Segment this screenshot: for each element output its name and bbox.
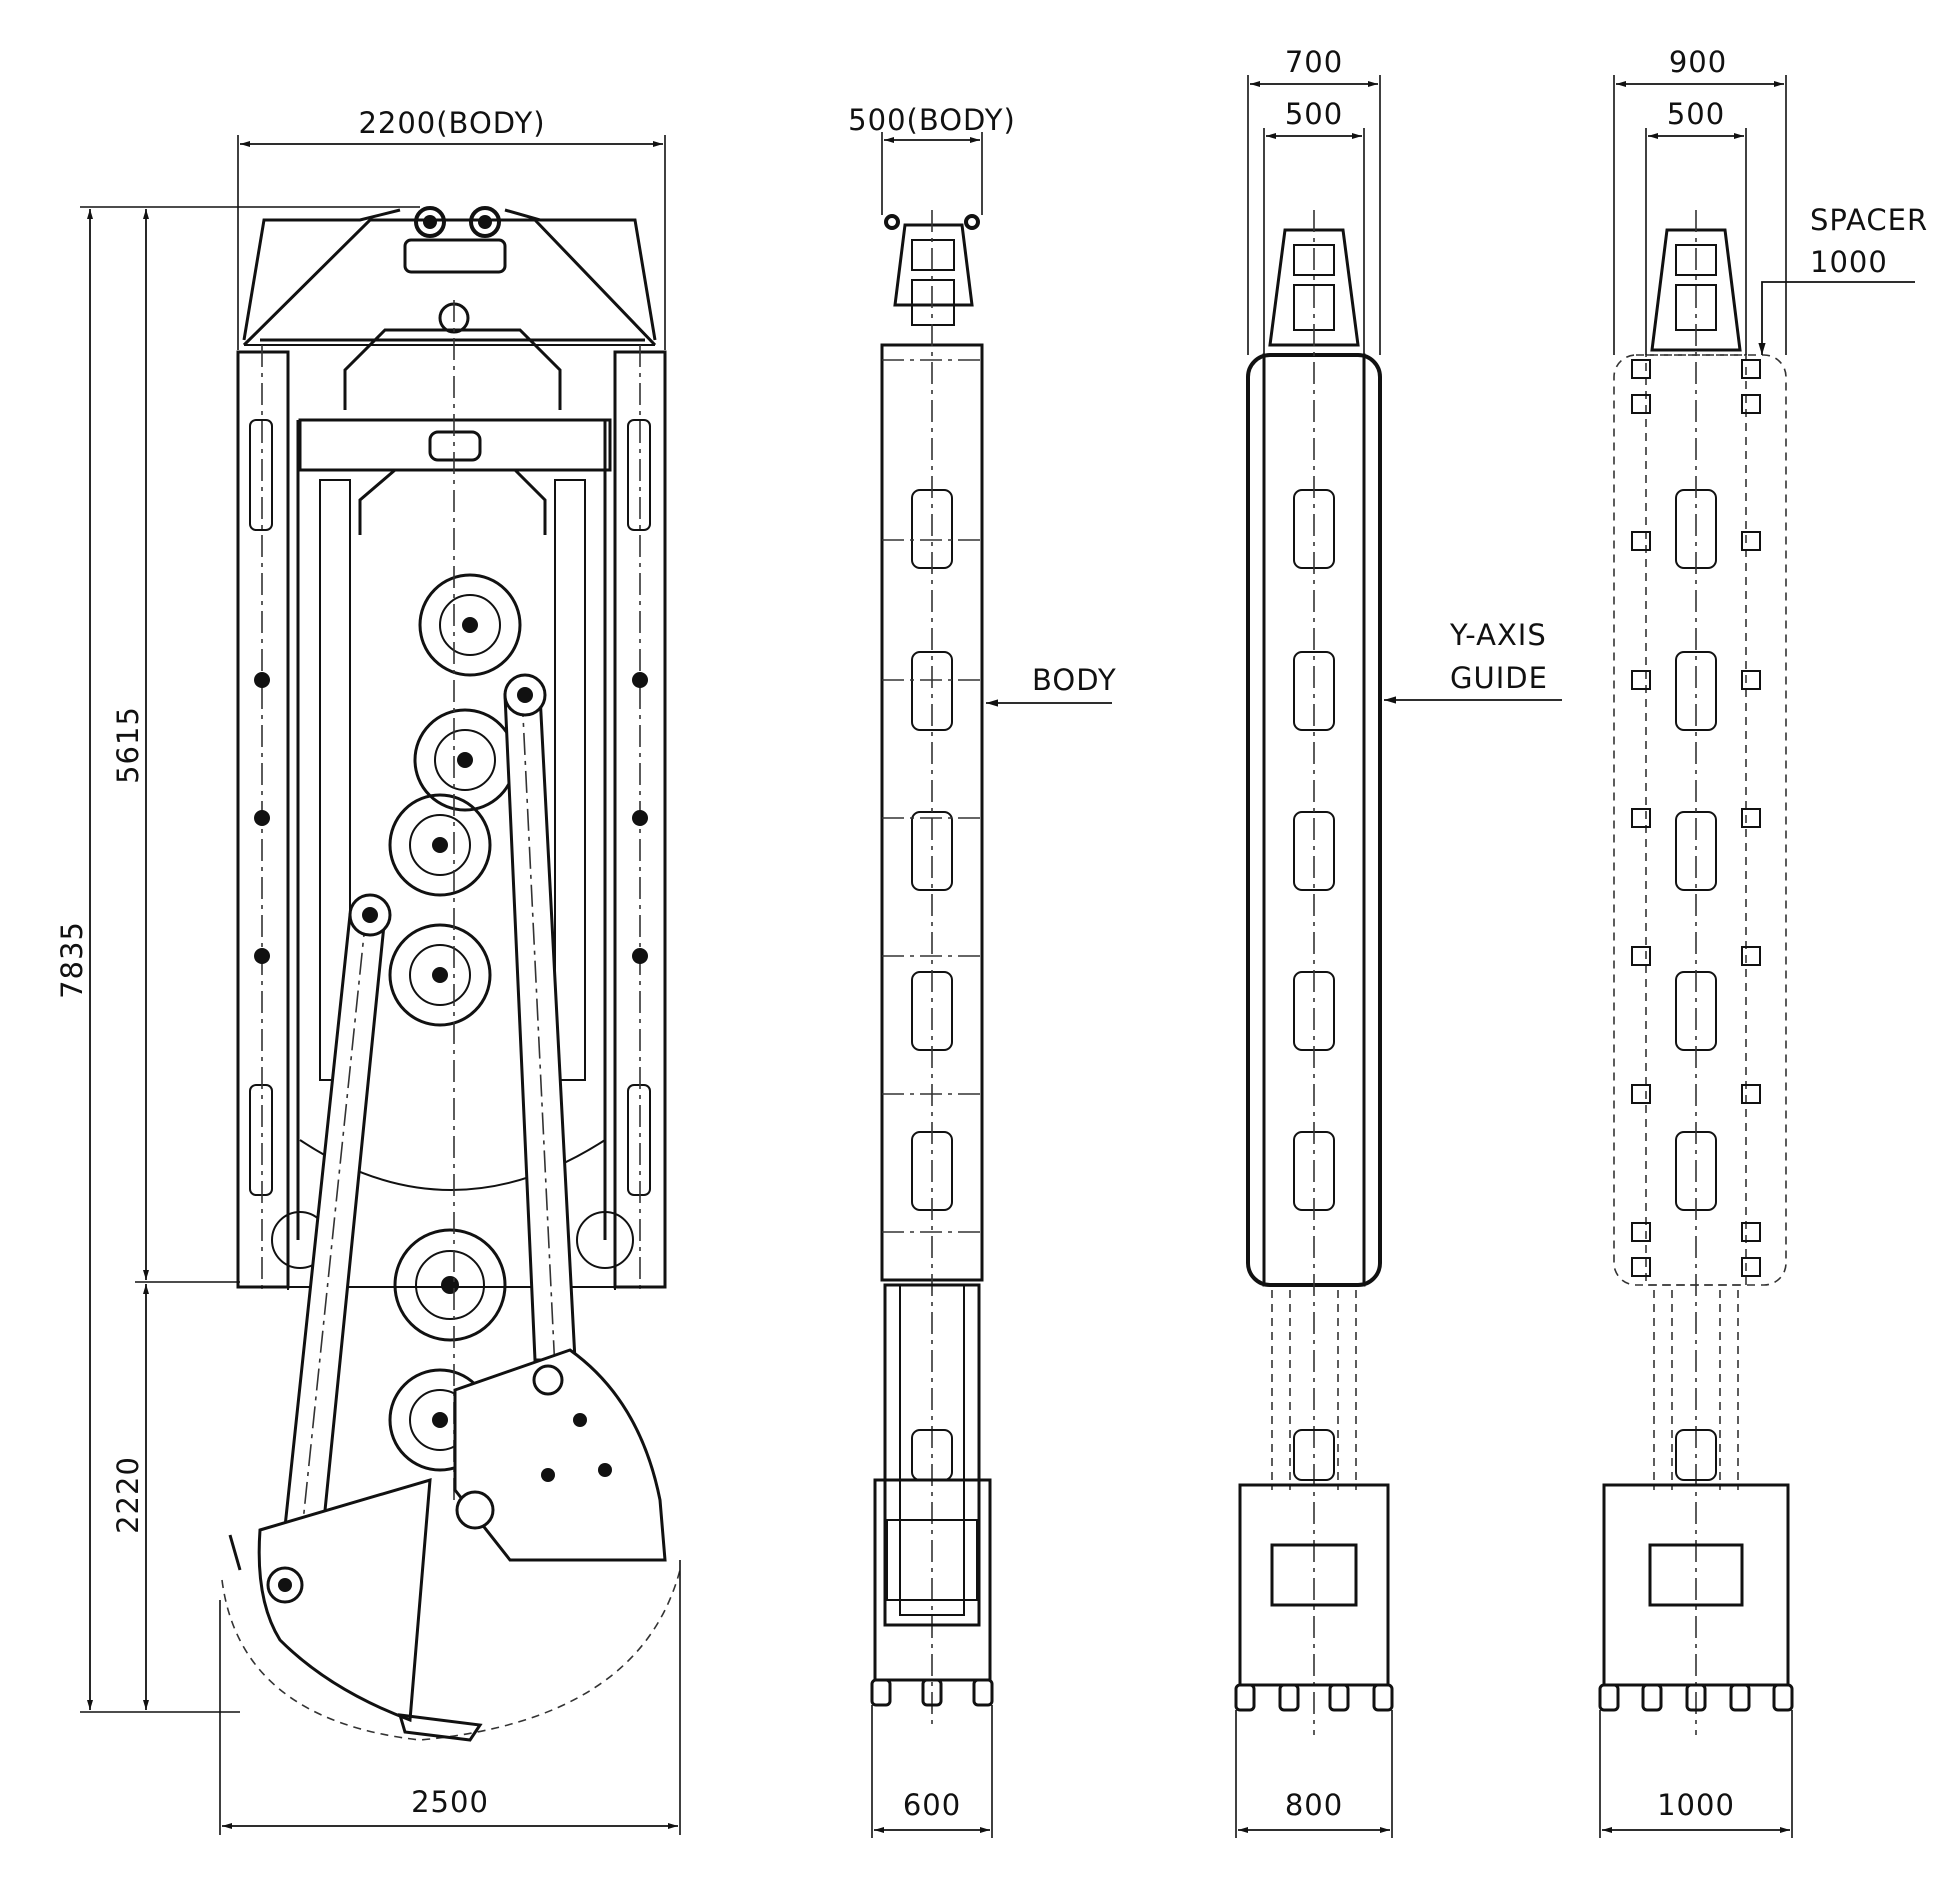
dim-front-overall-height: 7835 [55,206,420,1713]
front-right-column [613,345,667,1290]
front-bucket [221,1348,681,1742]
dim-guide-bucket-width: 800 [1235,1710,1393,1838]
callout-spacer-line1: SPACER [1810,203,1928,237]
side-view-head [884,214,980,326]
callout-y-axis-guide: Y-AXIS GUIDE [1384,618,1562,704]
dim-side-body-width-label: 500(BODY) [848,103,1016,137]
callout-body-label: BODY [1032,663,1117,697]
dim-front-bucket-width: 2500 [219,1560,681,1835]
dim-spacer-bucket-width-label: 1000 [1657,1788,1735,1822]
dim-guide-body-width: 500 [1263,97,1365,355]
dim-front-body-width-label: 2200(BODY) [358,106,545,140]
dim-guide-bucket-width-label: 800 [1285,1788,1343,1822]
callout-spacer: SPACER 1000 [1758,203,1928,355]
dim-front-bucket-height: 2220 [111,1284,149,1710]
side-view: 500(BODY) 600 BODY [848,103,1117,1838]
front-inner-frame [238,420,665,1288]
dim-spacer-body-width-label: 500 [1667,97,1725,131]
front-view-head [242,206,657,472]
callout-spacer-line2: 1000 [1810,245,1888,279]
guide-view-head [1268,228,1360,347]
spacer-blocks [1631,359,1761,1277]
dim-spacer-body-width: 500 [1645,97,1747,355]
dim-front-body-height-label: 5615 [111,706,145,784]
callout-y-axis-guide-line1: Y-AXIS [1449,618,1547,652]
spacer-lower-leg [1598,1290,1794,1712]
dim-front-overall-height-label: 7835 [55,921,89,999]
dim-front-bucket-height-label: 2220 [111,1456,145,1534]
callout-body: BODY [986,663,1117,707]
dim-front-body-width: 2200(BODY) [237,106,666,350]
dim-guide-width-label: 700 [1285,45,1343,79]
side-lower-leg [870,1283,994,1707]
side-dashes [882,359,982,1233]
dim-side-body-width: 500(BODY) [848,103,1016,215]
front-view: 2200(BODY) 7835 5615 2220 2500 [55,106,681,1835]
dim-spacer-bucket-width: 1000 [1599,1710,1793,1838]
front-left-column [236,345,290,1290]
front-cylinders [280,673,577,1571]
dim-front-bucket-width-label: 2500 [411,1785,489,1819]
spacer-view: 900 500 1000 SPACER 1000 [1598,45,1928,1838]
guide-view: 700 500 800 Y-AXIS GUIDE [1234,45,1562,1838]
guide-lower-leg [1234,1290,1394,1712]
dim-spacer-width-label: 900 [1669,45,1727,79]
spacer-view-head [1650,228,1742,352]
dim-side-bucket-width-label: 600 [903,1788,961,1822]
dim-front-body-height: 5615 [111,209,240,1283]
spacer-body-outer [1613,354,1787,1286]
dim-guide-body-width-label: 500 [1285,97,1343,131]
dim-side-bucket-width: 600 [871,1705,993,1838]
callout-y-axis-guide-line2: GUIDE [1450,661,1548,695]
dim-spacer-width: 900 [1613,45,1787,355]
dim-guide-width: 700 [1247,45,1381,355]
front-sheave-stack [388,300,522,1500]
